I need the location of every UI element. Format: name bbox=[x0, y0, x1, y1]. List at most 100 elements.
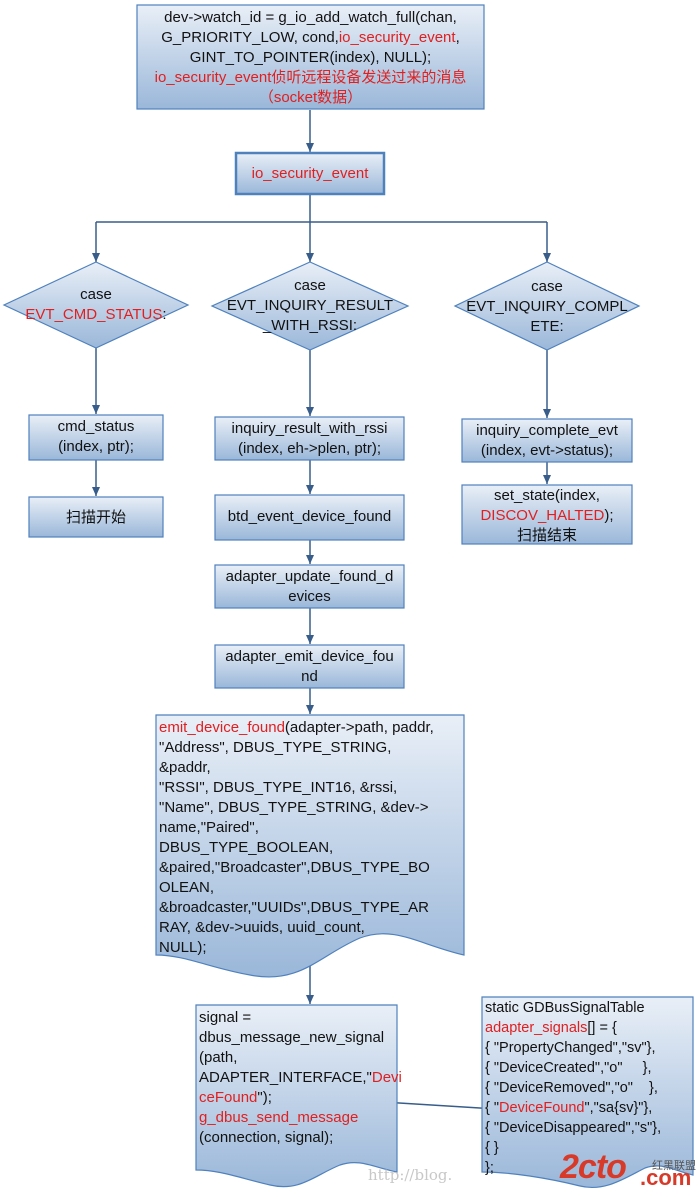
signal-table-line-3: { "PropertyChanged","sv"}, bbox=[485, 1040, 656, 1056]
btd-event-box bbox=[214, 494, 405, 541]
case-right-diamond bbox=[453, 261, 641, 351]
top-line-2: G_PRIORITY_LOW, cond,io_security_event, bbox=[137, 28, 484, 48]
top-line-2a: G_PRIORITY_LOW, cond, bbox=[161, 29, 339, 46]
case-mid-diamond bbox=[210, 261, 410, 351]
signal-table-line-1: static GDBusSignalTable bbox=[485, 1000, 645, 1016]
top-line-2b: io_security_event bbox=[338, 29, 456, 46]
signal-table-line-6a: { " bbox=[485, 1100, 500, 1116]
set-state-suffix: ); bbox=[604, 507, 614, 524]
scan-start-label: 扫描开始 bbox=[65, 509, 126, 526]
emit-doc-line-1-rest: (adapter->path, paddr, bbox=[284, 719, 434, 736]
emit-doc-func-name: emit_device_found bbox=[159, 719, 285, 736]
top-line-3: GINT_TO_POINTER(index), NULL); bbox=[189, 49, 432, 66]
inquiry-complete-box bbox=[461, 418, 633, 463]
case-mid-line-2: EVT_INQUIRY_RESULT bbox=[226, 297, 394, 314]
inquiry-complete-line-1: inquiry_complete_evt bbox=[476, 422, 618, 439]
emit-doc-line: &broadcaster,"UUIDs",DBUS_TYPE_AR bbox=[159, 899, 429, 916]
case-right-text: case EVT_INQUIRY_COMPL ETE: bbox=[455, 277, 639, 337]
signal-table-line-9: }; bbox=[485, 1160, 494, 1176]
adapter-update-line-2: evices bbox=[288, 588, 331, 605]
set-state-text: set_state(index, DISCOV_HALTED); 扫描结束 bbox=[462, 486, 632, 546]
case-mid-line-1: case bbox=[294, 277, 326, 294]
emit-doc-line: "Name", DBUS_TYPE_STRING, &dev-> bbox=[159, 799, 429, 816]
adapter-update-line-1: adapter_update_found_d bbox=[225, 568, 394, 585]
signal-table-line-5: { "DeviceRemoved","o" }, bbox=[485, 1080, 658, 1096]
top-line-2c: , bbox=[455, 29, 460, 46]
emit-doc-shape bbox=[155, 714, 465, 978]
case-left-text: case EVT_CMD_STATUS: bbox=[14, 285, 178, 325]
inquiry-result-line-1: inquiry_result_with_rssi bbox=[231, 420, 388, 437]
emit-doc-line: RAY, &dev->uuids, uuid_count, bbox=[159, 919, 365, 936]
signal-doc-line-7: (connection, signal); bbox=[199, 1129, 334, 1146]
top-line-5: （socket数据） bbox=[258, 89, 363, 106]
cmd-status-text: cmd_status (index, ptr); bbox=[29, 417, 163, 457]
signal-doc-line-4a: ADAPTER_INTERFACE," bbox=[199, 1069, 372, 1086]
cmd-status-line-1: cmd_status bbox=[57, 418, 135, 435]
watermark-logo: 2cto bbox=[560, 1148, 627, 1186]
signal-table-shape bbox=[481, 996, 694, 1188]
btd-event-label: btd_event_device_found bbox=[227, 508, 392, 525]
signal-table-line-8: { } bbox=[485, 1140, 499, 1156]
cmd-status-box bbox=[28, 414, 164, 461]
adapter-emit-line-2: nd bbox=[301, 668, 318, 685]
inquiry-result-text: inquiry_result_with_rssi (index, eh->ple… bbox=[215, 419, 404, 459]
set-state-box bbox=[461, 484, 633, 545]
case-left-diamond bbox=[2, 261, 190, 349]
top-line-1: dev->watch_id = g_io_add_watch_full(chan… bbox=[164, 9, 457, 26]
adapter-emit-box bbox=[214, 644, 405, 689]
signal-doc-line-3: (path, bbox=[199, 1049, 238, 1066]
emit-doc-line: name,"Paired", bbox=[159, 819, 259, 836]
signal-table-line-6b: ","sa{sv}"}, bbox=[584, 1100, 653, 1116]
signal-table-line-7: { "DeviceDisappeared","s"}, bbox=[485, 1120, 662, 1136]
emit-doc-line: NULL); bbox=[159, 939, 207, 956]
emit-doc-line: &paired,"Broadcaster",DBUS_TYPE_BO bbox=[159, 859, 430, 876]
case-mid-line-3: _WITH_RSSI: bbox=[262, 317, 358, 334]
top-line-4: io_security_event侦听远程设备发送过来的消息 bbox=[154, 69, 467, 86]
watermark-tag: 红黑联盟 bbox=[652, 1159, 696, 1172]
emit-doc-line: OLEAN, bbox=[159, 879, 215, 896]
signal-doc-send-message: g_dbus_send_message bbox=[199, 1109, 359, 1126]
signal-doc-line-2: dbus_message_new_signal bbox=[199, 1029, 385, 1046]
scan-start-box bbox=[28, 496, 164, 538]
adapter-emit-line-1: adapter_emit_device_fou bbox=[225, 648, 394, 665]
inquiry-result-line-2: (index, eh->plen, ptr); bbox=[238, 440, 381, 457]
case-left-line-1: case bbox=[80, 286, 112, 303]
signal-doc-shape bbox=[195, 1004, 398, 1188]
signal-table-line-4: { "DeviceCreated","o" }, bbox=[485, 1060, 652, 1076]
top-process-box bbox=[136, 4, 485, 110]
io-security-event-label: io_security_event bbox=[251, 165, 369, 182]
adapter-emit-text: adapter_emit_device_fou nd bbox=[215, 647, 404, 687]
emit-doc-text: emit_device_found(adapter->path, paddr, … bbox=[159, 718, 463, 958]
emit-doc-line: &paddr, bbox=[159, 759, 211, 776]
signal-doc-line-1: signal = bbox=[199, 1009, 252, 1026]
case-right-line-2: EVT_INQUIRY_COMPL bbox=[466, 298, 628, 315]
signal-doc-line-4-red: Devi bbox=[371, 1069, 402, 1086]
signal-table-line-2-rest: [] = { bbox=[587, 1020, 617, 1036]
case-mid-text: case EVT_INQUIRY_RESULT _WITH_RSSI: bbox=[212, 276, 408, 336]
signal-table-text: static GDBusSignalTable adapter_signals[… bbox=[485, 998, 693, 1178]
top-process-text: dev->watch_id = g_io_add_watch_full(chan… bbox=[137, 8, 484, 108]
inquiry-result-box bbox=[214, 416, 405, 461]
case-left-line-2: EVT_CMD_STATUS bbox=[25, 306, 163, 323]
case-right-line-1: case bbox=[531, 278, 563, 295]
signal-table-name: adapter_signals bbox=[485, 1020, 588, 1036]
adapter-update-box bbox=[214, 564, 405, 609]
set-state-line-3: 扫描结束 bbox=[516, 527, 577, 544]
adapter-update-text: adapter_update_found_d evices bbox=[215, 567, 404, 607]
set-state-line-1: set_state(index, bbox=[494, 487, 600, 504]
watermark-url: http://blog. bbox=[368, 1166, 453, 1184]
inquiry-complete-text: inquiry_complete_evt (index, evt->status… bbox=[462, 421, 632, 461]
signal-doc-line-5-rest: "); bbox=[257, 1089, 272, 1106]
emit-doc-line: DBUS_TYPE_BOOLEAN, bbox=[159, 839, 334, 856]
emit-doc-line: "RSSI", DBUS_TYPE_INT16, &rssi, bbox=[159, 779, 398, 796]
case-left-colon: : bbox=[162, 306, 167, 323]
cmd-status-line-2: (index, ptr); bbox=[58, 438, 134, 455]
emit-doc-line: "Address", DBUS_TYPE_STRING, bbox=[159, 739, 392, 756]
signal-doc-text: signal = dbus_message_new_signal (path, … bbox=[199, 1008, 402, 1148]
watermark-logo-suffix: .com bbox=[640, 1165, 692, 1190]
set-state-discov-halted: DISCOV_HALTED bbox=[480, 507, 605, 524]
io-security-event-box bbox=[234, 151, 386, 196]
signal-table-device-found: DeviceFound bbox=[499, 1100, 585, 1116]
inquiry-complete-line-2: (index, evt->status); bbox=[480, 442, 614, 459]
